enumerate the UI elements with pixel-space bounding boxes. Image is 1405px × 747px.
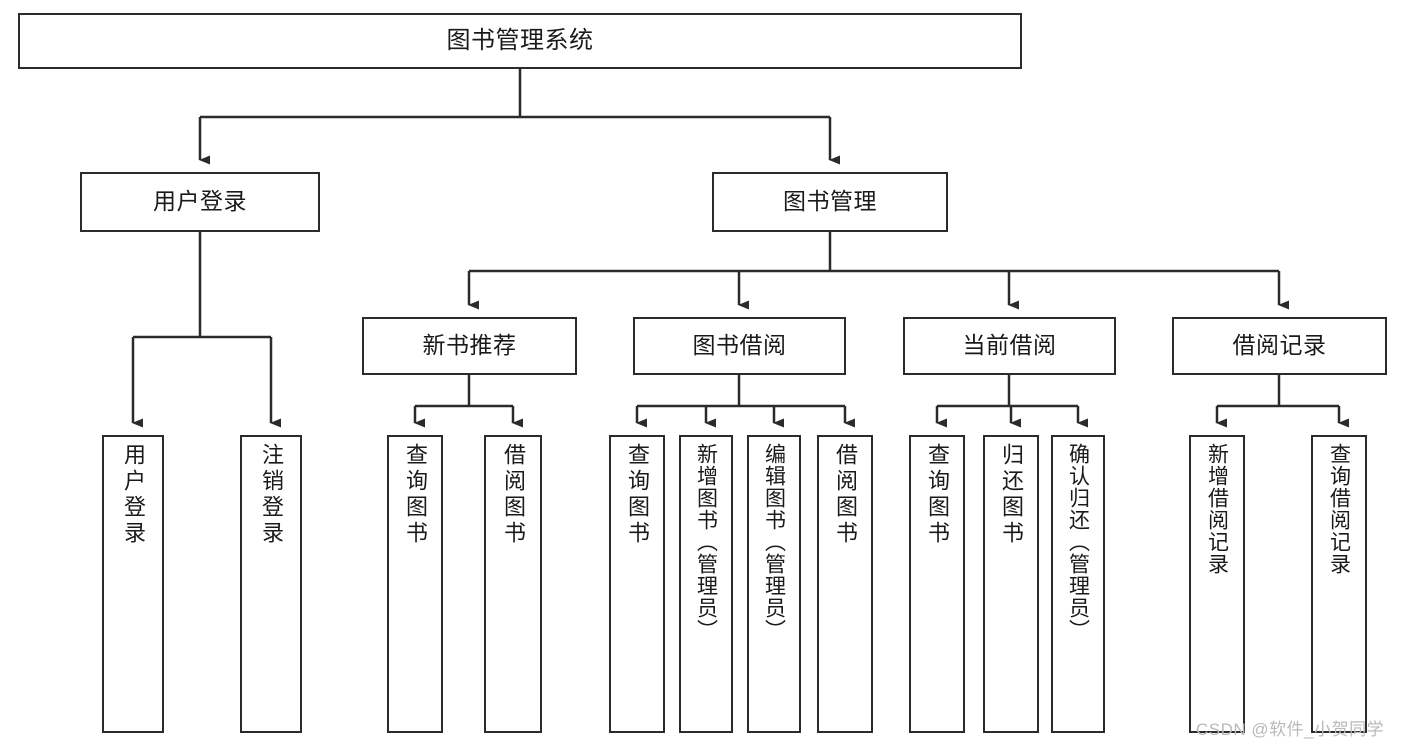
node-book-manage[interactable]: 图书管理 [712, 172, 948, 232]
node-borrow-record[interactable]: 借阅记录 [1172, 317, 1387, 375]
node-leaf-query-book-cur-label: 查询图书 [925, 443, 950, 547]
node-leaf-query-book-rec[interactable]: 查询图书 [387, 435, 443, 733]
node-root[interactable]: 图书管理系统 [18, 13, 1022, 69]
node-leaf-query-book-cur[interactable]: 查询图书 [909, 435, 965, 733]
node-current-borrow[interactable]: 当前借阅 [903, 317, 1116, 375]
node-book-manage-label: 图书管理 [783, 188, 877, 215]
node-leaf-query-book-borrow[interactable]: 查询图书 [609, 435, 665, 733]
node-leaf-borrow-book-rec-label: 借阅图书 [501, 443, 526, 547]
node-leaf-edit-book-label: 编辑图书（管理员） [762, 443, 786, 641]
node-leaf-return-book-label: 归还图书 [999, 443, 1024, 547]
node-leaf-return-book[interactable]: 归还图书 [983, 435, 1039, 733]
node-user-login[interactable]: 用户登录 [80, 172, 320, 232]
node-leaf-query-book-borrow-label: 查询图书 [625, 443, 650, 547]
node-user-login-label: 用户登录 [153, 188, 247, 215]
node-leaf-confirm-return-label: 确认归还（管理员） [1066, 443, 1090, 641]
node-leaf-user-login-label: 用户登录 [121, 443, 146, 547]
node-leaf-user-logout-label: 注销登录 [259, 443, 284, 547]
node-leaf-add-book-label: 新增图书（管理员） [694, 443, 718, 641]
node-leaf-add-book[interactable]: 新增图书（管理员） [679, 435, 733, 733]
node-leaf-add-record[interactable]: 新增借阅记录 [1189, 435, 1245, 733]
node-leaf-borrow-book-label: 借阅图书 [833, 443, 858, 547]
node-new-book-rec-label: 新书推荐 [422, 332, 517, 359]
node-root-label: 图书管理系统 [446, 26, 594, 54]
node-new-book-rec[interactable]: 新书推荐 [362, 317, 577, 375]
node-current-borrow-label: 当前借阅 [962, 332, 1057, 359]
node-leaf-query-book-rec-label: 查询图书 [403, 443, 428, 547]
node-book-borrow-label: 图书借阅 [692, 332, 787, 359]
node-leaf-add-record-label: 新增借阅记录 [1205, 443, 1229, 575]
node-borrow-record-label: 借阅记录 [1232, 332, 1327, 359]
node-leaf-user-login[interactable]: 用户登录 [102, 435, 164, 733]
node-leaf-borrow-book-rec[interactable]: 借阅图书 [484, 435, 542, 733]
node-leaf-user-logout[interactable]: 注销登录 [240, 435, 302, 733]
csdn-watermark: CSDN @软件_小贺同学 [1196, 720, 1385, 739]
node-leaf-query-record[interactable]: 查询借阅记录 [1311, 435, 1367, 733]
node-leaf-borrow-book[interactable]: 借阅图书 [817, 435, 873, 733]
node-leaf-confirm-return[interactable]: 确认归还（管理员） [1051, 435, 1105, 733]
node-leaf-query-record-label: 查询借阅记录 [1327, 443, 1351, 575]
node-book-borrow[interactable]: 图书借阅 [633, 317, 846, 375]
node-leaf-edit-book[interactable]: 编辑图书（管理员） [747, 435, 801, 733]
